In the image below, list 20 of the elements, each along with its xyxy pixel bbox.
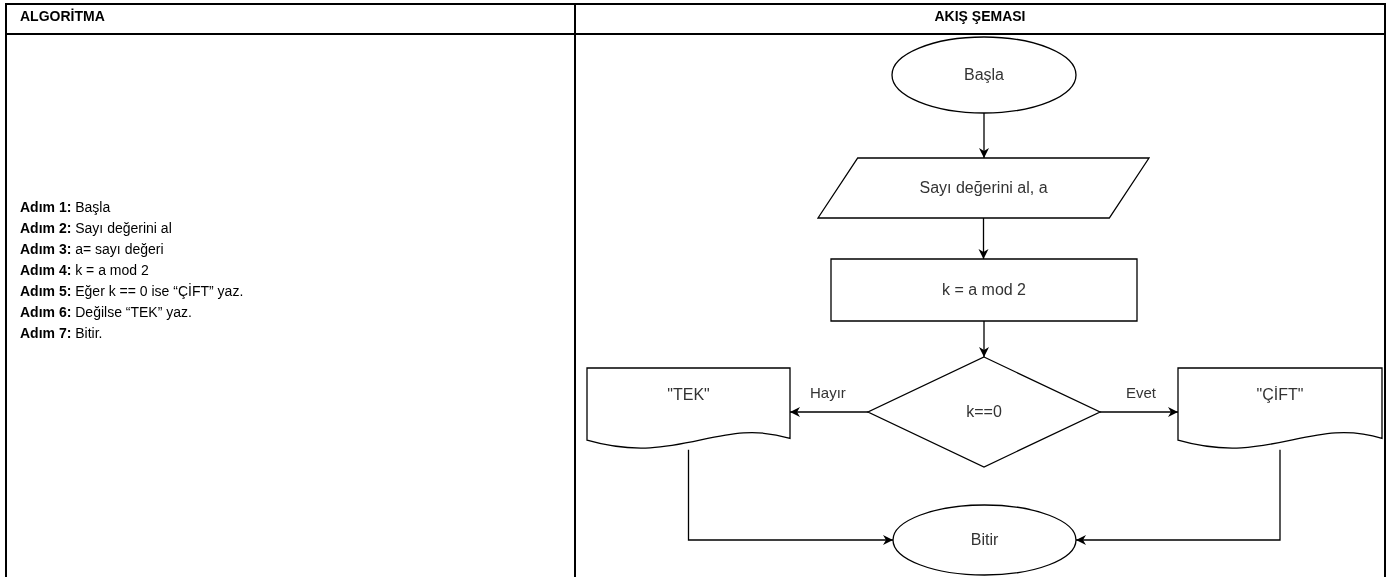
- arrow: [979, 112, 989, 159]
- terminal-ellipse: Bitir: [893, 505, 1076, 575]
- input-parallelogram: Sayı değerini al, a: [818, 158, 1149, 218]
- arrow: [687, 449, 894, 545]
- step-text: Adım 4: k = a mod 2: [20, 262, 149, 278]
- process-box: k = a mod 2: [831, 259, 1137, 321]
- step-text: Adım 2: Sayı değerini al: [20, 220, 172, 236]
- decision-diamond: k==0: [868, 357, 1100, 467]
- arrow: [1099, 407, 1179, 417]
- column-header: AKIŞ ŞEMASI: [934, 8, 1026, 24]
- arrow: [979, 320, 989, 358]
- step-text: Adım 5: Eğer k == 0 ise “ÇİFT” yaz.: [20, 283, 244, 299]
- step-text: Adım 3: a= sayı değeri: [20, 241, 164, 257]
- step-text: Adım 1: Başla: [20, 199, 111, 215]
- arrow: [978, 217, 989, 260]
- step-text: Adım 6: Değilse “TEK” yaz.: [20, 304, 192, 320]
- arrow: [1075, 449, 1281, 545]
- column-header: ALGORİTMA: [20, 8, 105, 24]
- step-text: Adım 7: Bitir.: [20, 325, 103, 341]
- terminal-ellipse: Başla: [892, 37, 1076, 113]
